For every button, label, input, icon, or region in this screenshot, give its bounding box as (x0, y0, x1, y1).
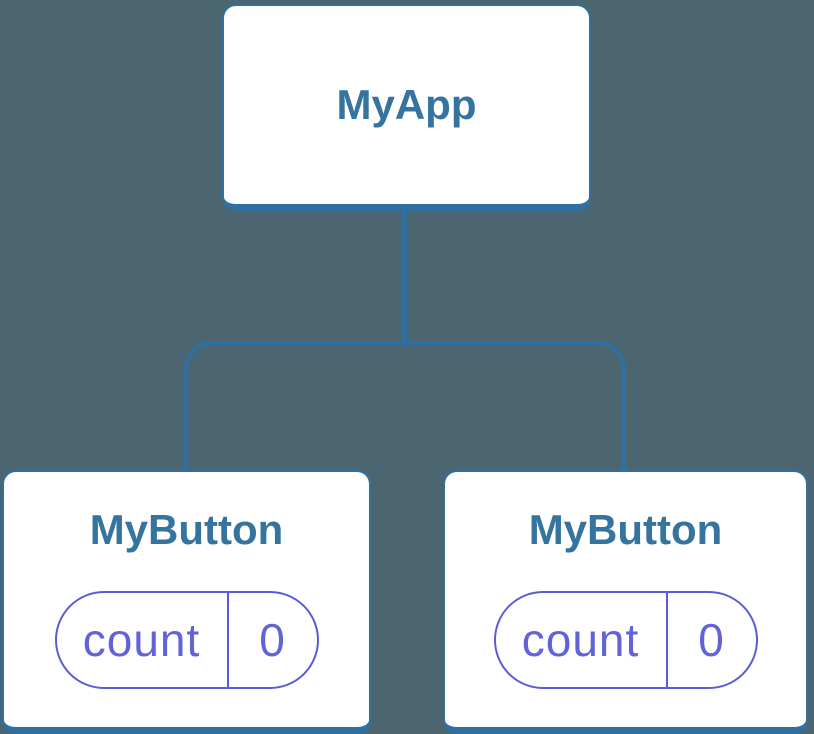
tree-node-mybutton-right: MyButton count 0 (443, 470, 808, 734)
node-label: MyButton (89, 506, 284, 553)
state-value: 0 (698, 614, 725, 667)
state-name-cell: count (496, 593, 668, 688)
tree-node-mybutton-left: MyButton count 0 (2, 470, 371, 734)
state-name-cell: count (57, 593, 229, 688)
state-pill: count 0 (493, 591, 758, 690)
connector-stem (402, 209, 407, 343)
state-pill: count 0 (54, 591, 319, 690)
tree-node-myapp: MyApp (222, 4, 591, 211)
state-value-cell: 0 (668, 593, 756, 687)
node-label: MyButton (528, 506, 723, 553)
state-name: count (82, 614, 201, 667)
connector-branches (184, 341, 626, 470)
state-name: count (521, 614, 640, 667)
state-value: 0 (259, 614, 286, 667)
node-label: MyApp (336, 80, 477, 128)
state-value-cell: 0 (229, 593, 317, 687)
